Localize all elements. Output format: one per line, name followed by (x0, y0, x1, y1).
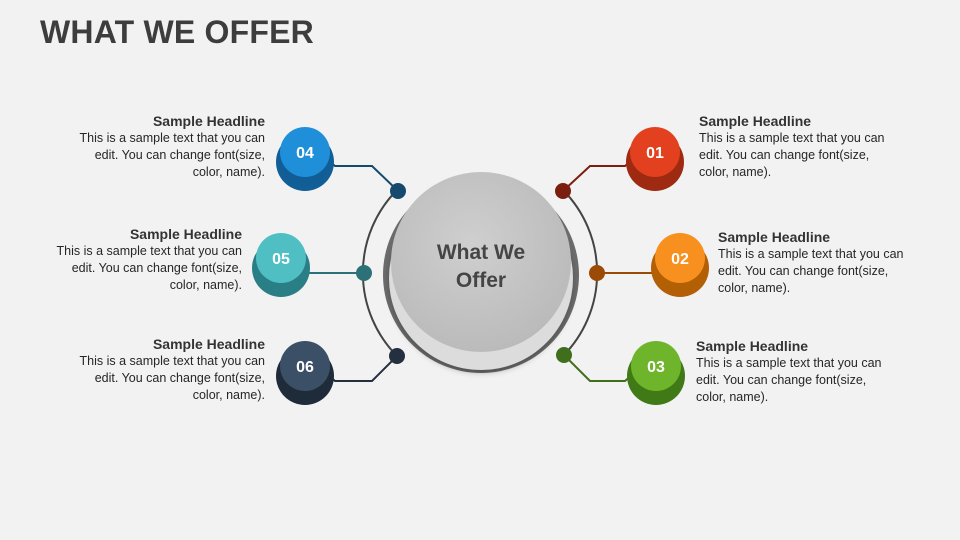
item-03-headline: Sample Headline (696, 338, 809, 354)
number-label-01: 01 (646, 145, 664, 162)
item-04-text: Sample Headline This is a sample text th… (75, 113, 265, 181)
item-04-headline: Sample Headline (152, 113, 265, 129)
connector-dot-03 (556, 347, 572, 363)
item-02-text: Sample Headline This is a sample text th… (718, 229, 908, 297)
item-01-body: This is a sample text that you can edit.… (699, 131, 885, 179)
item-03-body: This is a sample text that you can edit.… (696, 356, 882, 404)
item-03-text: Sample Headline This is a sample text th… (696, 338, 886, 406)
number-label-03: 03 (647, 359, 665, 376)
center-hub: What We Offer (383, 172, 579, 373)
number-bubble-06: 06 (276, 341, 334, 405)
item-06-headline: Sample Headline (152, 336, 265, 352)
number-bubble-02: 02 (651, 233, 709, 297)
item-06-text: Sample Headline This is a sample text th… (75, 336, 265, 404)
page-title: WHAT WE OFFER (40, 14, 314, 50)
number-label-02: 02 (671, 251, 689, 268)
item-05-body: This is a sample text that you can edit.… (56, 244, 242, 292)
number-label-04: 04 (296, 145, 314, 162)
center-label-line1: What We (437, 241, 525, 264)
item-04-body: This is a sample text that you can edit.… (79, 131, 265, 179)
number-label-06: 06 (296, 359, 314, 376)
item-01-headline: Sample Headline (699, 113, 812, 129)
number-bubble-01: 01 (626, 127, 684, 191)
connector-dot-01 (555, 183, 571, 199)
number-bubble-03: 03 (627, 341, 685, 405)
item-01-text: Sample Headline This is a sample text th… (699, 113, 889, 181)
item-02-headline: Sample Headline (718, 229, 831, 245)
connector-dot-05 (356, 265, 372, 281)
item-05-text: Sample Headline This is a sample text th… (52, 226, 242, 294)
item-02-body: This is a sample text that you can edit.… (718, 247, 904, 295)
number-label-05: 05 (272, 251, 290, 268)
number-bubble-04: 04 (276, 127, 334, 191)
connector-dot-02 (589, 265, 605, 281)
connector-dot-06 (389, 348, 405, 364)
number-bubble-05: 05 (252, 233, 310, 297)
connector-dot-04 (390, 183, 406, 199)
center-label-line2: Offer (456, 269, 506, 292)
item-05-headline: Sample Headline (129, 226, 242, 242)
item-06-body: This is a sample text that you can edit.… (79, 354, 265, 402)
